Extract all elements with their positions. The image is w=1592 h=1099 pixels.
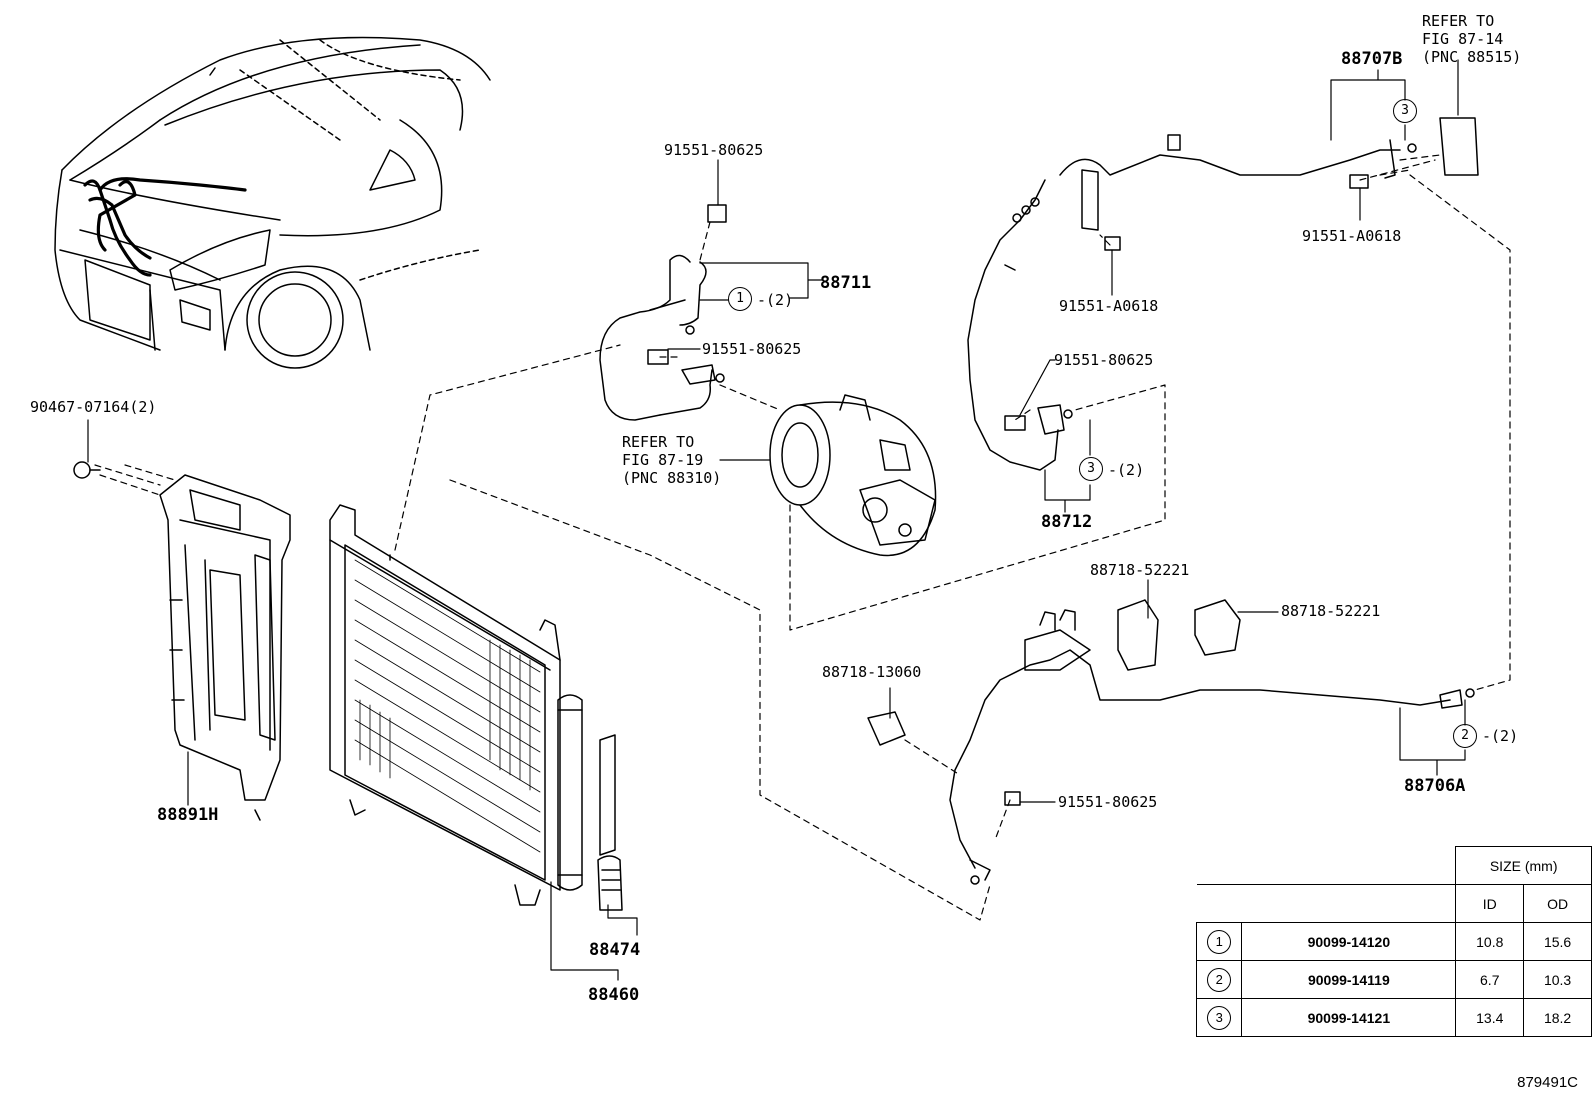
size-table-subheader-row: ID OD xyxy=(1196,884,1592,923)
table-row: 3 90099-14121 13.4 18.2 xyxy=(1195,998,1592,1037)
vehicle-illustration xyxy=(54,36,491,369)
label-91551-80625-mid: 91551-80625 xyxy=(702,340,802,358)
label-88707B: 88707B xyxy=(1341,49,1403,69)
clip-90467 xyxy=(73,461,101,479)
inner-diameter: 10.8 xyxy=(1455,922,1525,961)
inner-diameter: 13.4 xyxy=(1455,998,1525,1037)
condenser-side-seal xyxy=(159,474,291,821)
label-88712: 88712 xyxy=(1041,512,1093,532)
label-refer-fig-87-14: REFER TO FIG 87-14 (PNC 88515) xyxy=(1422,12,1522,66)
label-88711: 88711 xyxy=(820,273,872,293)
callout-ring-2: 2 xyxy=(1453,724,1477,748)
label-88474: 88474 xyxy=(589,940,641,960)
ring-number: 3 xyxy=(1207,1005,1232,1030)
label-91551-A0618-right: 91551-A0618 xyxy=(1302,227,1402,245)
condenser-core xyxy=(329,504,561,906)
part-number: 90099-14119 xyxy=(1241,960,1457,999)
outer-diameter: 18.2 xyxy=(1523,998,1592,1037)
size-table-header-row: SIZE (mm) xyxy=(1196,846,1592,885)
filter-88474 xyxy=(597,734,623,911)
outer-diameter: 15.6 xyxy=(1523,922,1592,961)
callout-ring-1-number: 1 xyxy=(728,287,752,311)
dashed-leaders xyxy=(94,154,1511,921)
tube-88706A xyxy=(867,599,1475,885)
callout-ring-3-top: 3 xyxy=(1393,99,1417,123)
part-number: 90099-14121 xyxy=(1241,998,1457,1037)
ring-number: 2 xyxy=(1207,967,1232,992)
label-91551-A0618-mid: 91551-A0618 xyxy=(1059,297,1159,315)
size-header: SIZE (mm) xyxy=(1455,846,1592,885)
label-88706A: 88706A xyxy=(1404,776,1466,796)
inner-diameter: 6.7 xyxy=(1455,960,1525,999)
expansion-valve xyxy=(1439,117,1479,176)
hose-88712 xyxy=(967,179,1073,471)
label-88891H: 88891H xyxy=(157,805,219,825)
figure-code: 879491C xyxy=(1517,1074,1578,1091)
tube-88707B xyxy=(1059,117,1479,251)
label-91551-80625-right: 91551-80625 xyxy=(1054,351,1154,369)
label-91551-80625-low: 91551-80625 xyxy=(1058,793,1158,811)
outer-diameter: 10.3 xyxy=(1523,960,1592,999)
callout-ring-2-number: 2 xyxy=(1453,724,1477,748)
table-row: 1 90099-14120 10.8 15.6 xyxy=(1195,922,1592,961)
label-refer-fig-87-19: REFER TO FIG 87-19 (PNC 88310) xyxy=(622,433,722,487)
table-row: 2 90099-14119 6.7 10.3 xyxy=(1195,960,1592,999)
label-ring3-qty: -(2) xyxy=(1108,461,1145,479)
label-88718-52221-a: 88718-52221 xyxy=(1090,561,1190,579)
label-88718-52221-b: 88718-52221 xyxy=(1281,602,1381,620)
label-ring1-qty: -(2) xyxy=(757,291,794,309)
oring-size-table: SIZE (mm) ID OD 1 90099-14120 10.8 15.6 … xyxy=(1195,846,1592,1037)
callout-ring-3-top-number: 3 xyxy=(1393,99,1417,123)
leader-lines xyxy=(87,59,1466,981)
callout-ring-3-mid: 3 xyxy=(1079,457,1103,481)
label-91551-80625-top: 91551-80625 xyxy=(664,141,764,159)
label-ring2-qty: -(2) xyxy=(1482,727,1519,745)
label-90467-07164: 90467-07164(2) xyxy=(30,398,157,416)
label-88718-13060: 88718-13060 xyxy=(822,663,922,681)
part-number: 90099-14120 xyxy=(1241,922,1457,961)
col-od-header: OD xyxy=(1523,884,1592,923)
callout-ring-1: 1 xyxy=(728,287,752,311)
ac-wiring-highlight xyxy=(83,177,247,277)
compressor xyxy=(769,394,937,557)
hose-88711 xyxy=(599,204,727,421)
col-id-header: ID xyxy=(1455,884,1525,923)
callout-ring-3-mid-number: 3 xyxy=(1079,457,1103,481)
ring-number: 1 xyxy=(1207,929,1232,954)
label-88460: 88460 xyxy=(588,985,640,1005)
receiver-dryer-tank xyxy=(557,694,583,891)
